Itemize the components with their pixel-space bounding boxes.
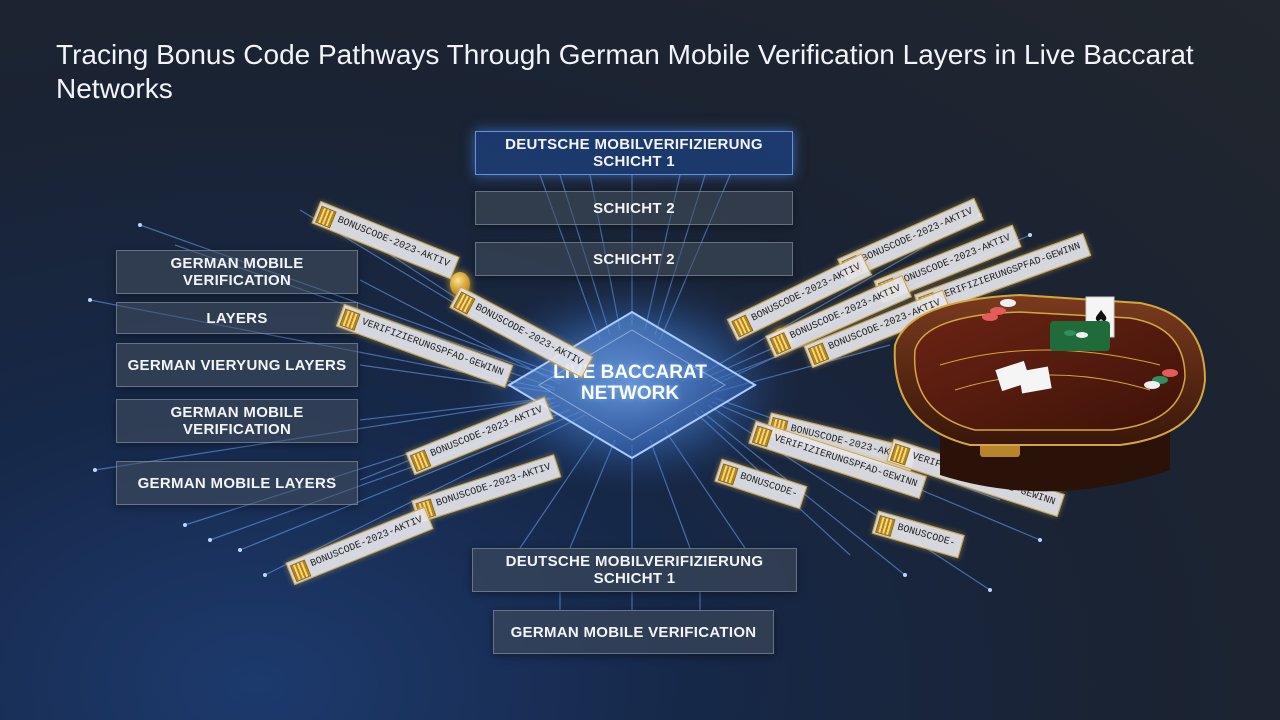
qr-code-icon xyxy=(339,308,361,331)
hub-label: LIVE BACCARAT NETWORK xyxy=(553,362,707,404)
top-layer-box: SCHICHT 2 xyxy=(475,242,793,276)
qr-code-icon xyxy=(731,314,754,338)
left-layer-box: GERMAN MOBILE VERIFICATION xyxy=(116,399,358,443)
qr-code-icon xyxy=(409,449,432,473)
top-layer-box: DEUTSCHE MOBILVERIFIZIERUNG SCHICHT 1 xyxy=(475,131,793,175)
baccarat-table-illustration: ♠ xyxy=(893,293,1207,492)
bet-line xyxy=(939,349,1161,366)
left-layer-box: GERMAN MOBILE LAYERS xyxy=(116,461,358,505)
left-layer-box: GERMAN VIERYUNG LAYERS xyxy=(116,343,358,387)
chip-stacks xyxy=(982,299,1178,389)
table-felt xyxy=(913,311,1186,431)
qr-code-icon xyxy=(875,515,896,537)
qr-code-icon xyxy=(289,559,312,583)
page-title: Tracing Bonus Code Pathways Through Germ… xyxy=(56,39,1194,104)
left-layer-box: LAYERS xyxy=(116,302,358,334)
qr-code-icon xyxy=(769,331,792,355)
bet-line xyxy=(954,374,1151,391)
left-layer-box: GERMAN MOBILE VERIFICATION xyxy=(116,250,358,294)
qr-code-icon xyxy=(807,342,830,366)
bottom-layer-box: DEUTSCHE MOBILVERIFIZIERUNG SCHICHT 1 xyxy=(472,548,797,592)
qr-code-icon xyxy=(717,463,739,486)
bottom-layer-box: GERMAN MOBILE VERIFICATION xyxy=(493,610,774,654)
top-layer-box: SCHICHT 2 xyxy=(475,191,793,225)
qr-code-icon xyxy=(751,425,773,448)
qr-code-icon xyxy=(315,205,337,229)
playing-card xyxy=(1018,366,1052,394)
